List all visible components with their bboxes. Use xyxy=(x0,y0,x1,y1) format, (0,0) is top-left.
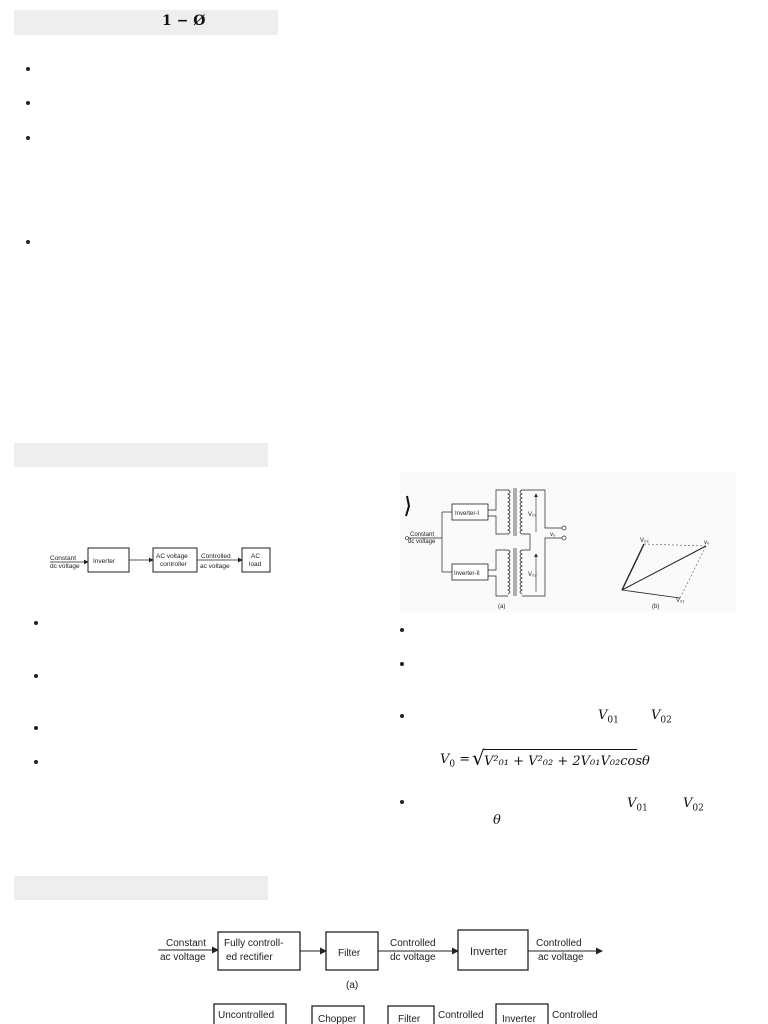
bullet xyxy=(400,662,404,666)
phasor-v02-label: V₀₂ xyxy=(640,538,649,544)
fig2-caption-b: (b) xyxy=(652,604,659,610)
row-a-output-label-1: Controlled xyxy=(536,938,582,949)
bullet xyxy=(26,240,30,244)
ac-voltage-controller-block xyxy=(152,547,198,573)
block-diagram-inverter-ac-controller: Constant dc voltage Inverter AC voltage … xyxy=(50,547,271,573)
ac-load-block xyxy=(241,547,271,573)
bullet xyxy=(400,628,404,632)
inverter-2-label: Inverter-II xyxy=(454,571,480,577)
row-a-mid-label-2: dc voltage xyxy=(390,952,436,963)
symbol-theta: θ xyxy=(493,813,501,828)
row-b-output-label: Controlled xyxy=(552,1010,598,1021)
ac-load-label-1: AC xyxy=(251,553,260,560)
fig1-input-label-2: dc voltage xyxy=(50,563,80,570)
equation-rhs: V²₀₁ + V²₀₂ + 2V₀₁V₀₂cosθ xyxy=(484,754,650,769)
v01-label: V₀₁ xyxy=(528,512,537,518)
symbol-v01-second: V01 xyxy=(627,796,648,814)
phasor-v0-label: v₀ xyxy=(704,540,710,546)
row-a-input-label-2: ac voltage xyxy=(160,952,206,963)
ac-load-label-2: load xyxy=(249,561,262,568)
rectifier-label-1: Fully controll- xyxy=(224,938,283,949)
bullet xyxy=(26,136,30,140)
bullet xyxy=(26,67,30,71)
v0-label: v₀ xyxy=(550,532,556,538)
fig2-input-label-1: Constant xyxy=(410,532,434,538)
filter-block-a xyxy=(325,931,379,971)
row-a-mid-label-1: Controlled xyxy=(390,938,436,949)
inverter-label-b: Inverter xyxy=(502,1014,537,1024)
bullet xyxy=(34,760,38,764)
symbol-v01: V01 xyxy=(598,708,619,726)
section-header-bar-2 xyxy=(14,443,268,467)
transformer-2 xyxy=(507,548,523,596)
bullet xyxy=(34,621,38,625)
bullet xyxy=(34,726,38,730)
bullet xyxy=(26,101,30,105)
filter-block-b xyxy=(387,1005,435,1024)
ac-controller-label-1: AC voltage xyxy=(156,553,188,560)
inverter-label-a: Inverter xyxy=(470,946,508,958)
section-header-bar-1 xyxy=(14,10,278,35)
fig1-input-label-1: Constant xyxy=(50,555,76,562)
fig2-input-label-2: dc voltage xyxy=(408,539,436,545)
chopper-label: Chopper xyxy=(318,1014,357,1024)
ac-ac-conversion-block-diagrams: Constant ac voltage Fully controll- ed r… xyxy=(158,929,603,1024)
fig1-output-label-1: Controlled xyxy=(201,553,231,560)
fig2-caption-a: (a) xyxy=(498,604,505,610)
inverter-block-label: Inverter xyxy=(93,558,116,565)
symbol-v02-second: V02 xyxy=(683,796,704,814)
v02-label: V₀₂ xyxy=(528,572,537,578)
inverter-2-block xyxy=(451,563,489,581)
bullet xyxy=(34,674,38,678)
uncontrolled-rectifier-block xyxy=(213,1003,287,1024)
bullet xyxy=(400,714,404,718)
chopper-block xyxy=(311,1005,365,1024)
transformer-1 xyxy=(507,488,523,536)
section-title-1: 1 − Ø xyxy=(162,13,206,29)
symbol-v02: V02 xyxy=(651,708,672,726)
fig1-output-label-2: ac voltage xyxy=(200,563,230,570)
sqrt-sign: √ xyxy=(472,746,485,770)
row-a-input-label-1: Constant xyxy=(166,938,206,949)
section-header-bar-3 xyxy=(14,876,268,900)
equation-v0: V0 = xyxy=(440,752,471,770)
inverter-block-b xyxy=(495,1003,549,1024)
ac-controller-label-2: controller xyxy=(160,561,188,568)
row-b-mid-label: Controlled xyxy=(438,1010,484,1021)
phasor-diagram xyxy=(621,543,707,599)
series-inverter-circuit-figure: Constant dc voltage Inverter-I Inverter-… xyxy=(400,472,736,612)
inverter-1-block xyxy=(451,503,489,521)
phasor-v01-label: V₀₁ xyxy=(676,598,685,604)
bullet xyxy=(400,800,404,804)
sqrt-bar xyxy=(483,749,637,750)
rectifier-label-2: ed rectifier xyxy=(226,952,273,963)
uncontrolled-label: Uncontrolled xyxy=(218,1010,274,1021)
row-a-output-label-2: ac voltage xyxy=(538,952,584,963)
inverter-1-label: Inverter-I xyxy=(455,511,479,517)
filter-label-a: Filter xyxy=(338,948,361,959)
filter-label-b: Filter xyxy=(398,1014,421,1024)
inverter-block-a xyxy=(457,929,529,971)
row-a-caption: (a) xyxy=(346,980,358,991)
